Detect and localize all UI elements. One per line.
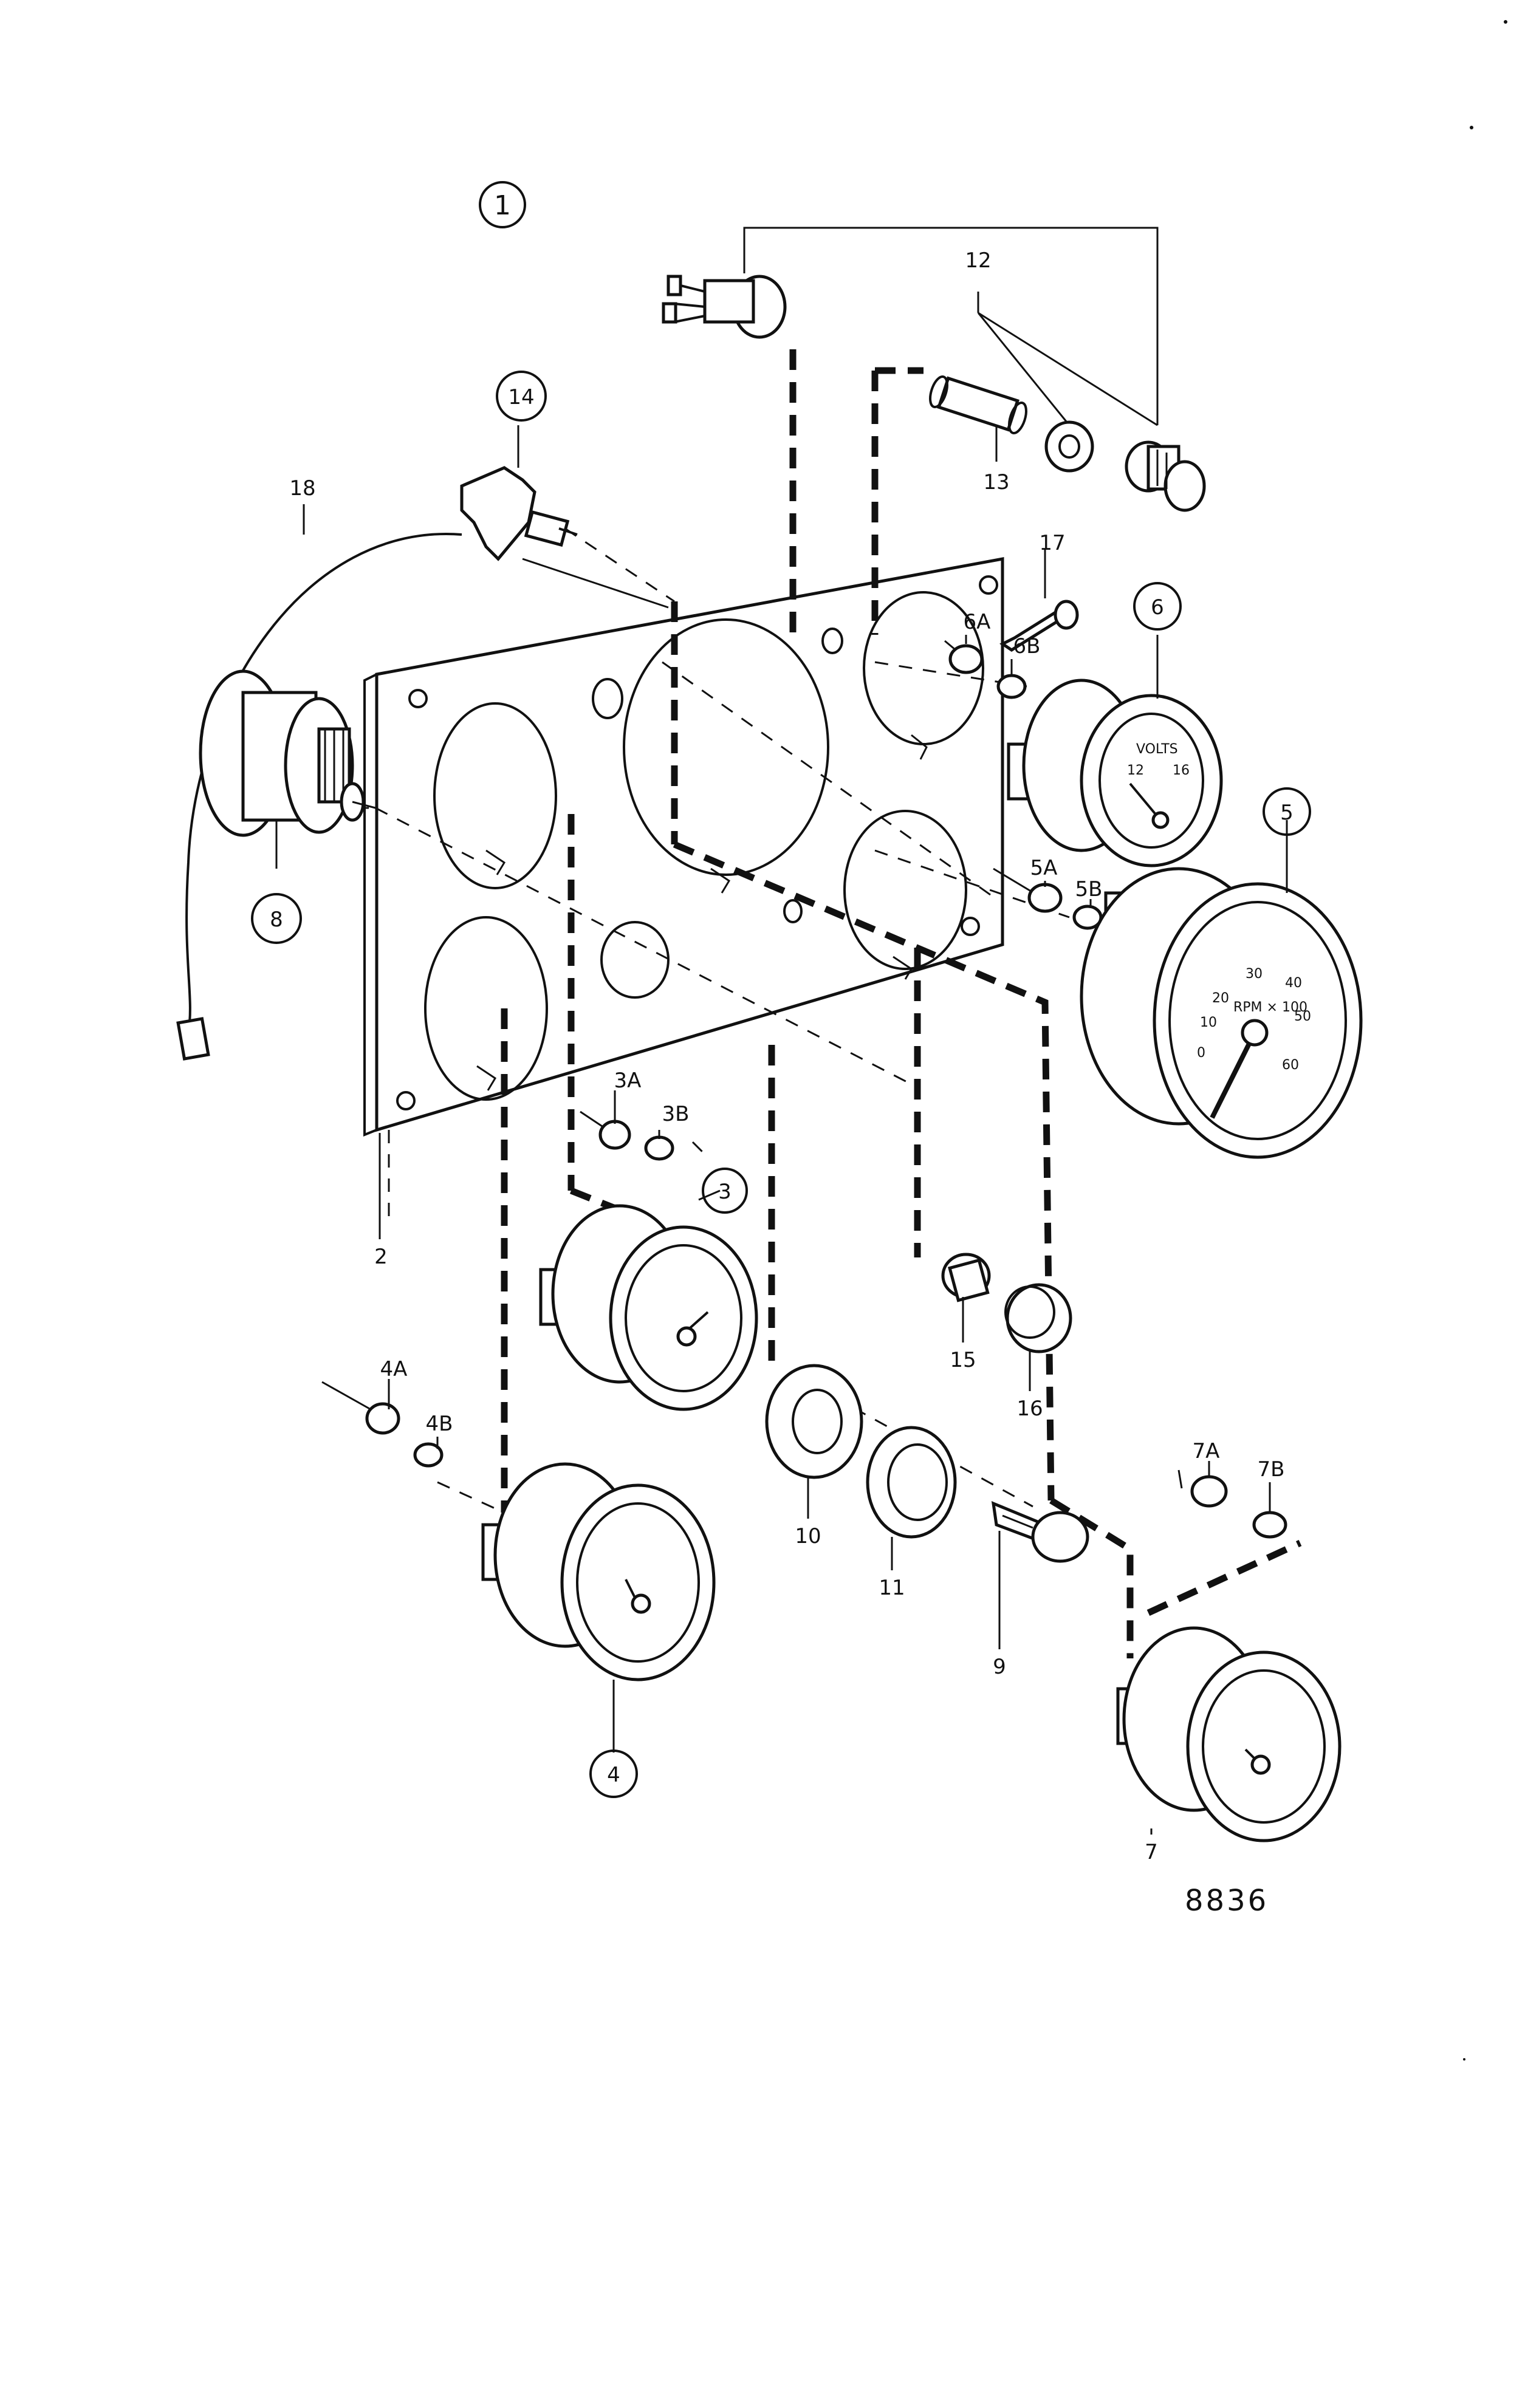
tachometer-10-text: 10 bbox=[1200, 1015, 1217, 1030]
bulb-holder-6a bbox=[944, 640, 984, 674]
bulb-5b bbox=[1072, 905, 1103, 930]
tachometer-60-text: 60 bbox=[1282, 1058, 1299, 1073]
label-4b: 4B bbox=[426, 1412, 453, 1436]
label-6b: 6B bbox=[1013, 634, 1041, 658]
bulb-holder-4a bbox=[321, 1381, 400, 1435]
tachometer-gauge: RPM × 100 0 10 20 30 40 50 60 bbox=[993, 867, 1363, 1159]
label-3a: 3A bbox=[614, 1069, 642, 1093]
callout-3: 3 bbox=[718, 1180, 732, 1204]
callout-4: 4 bbox=[607, 1763, 620, 1787]
tachometer-0-text: 0 bbox=[1197, 1045, 1205, 1061]
switch-cap-16 bbox=[1004, 1283, 1072, 1353]
fuse-holder-socket bbox=[662, 275, 787, 339]
label-11: 11 bbox=[879, 1576, 905, 1600]
voltmeter-12-text: 12 bbox=[1127, 763, 1144, 778]
label-13: 13 bbox=[983, 470, 1009, 494]
label-7a: 7A bbox=[1193, 1439, 1220, 1463]
circled-callouts: 1 14 6 5 8 3 4 bbox=[251, 181, 1311, 1798]
callout-1: 1 bbox=[494, 190, 511, 221]
fuse-holder-assembly bbox=[662, 227, 1206, 512]
ignition-nut-11 bbox=[866, 1426, 957, 1539]
tachometer-30-text: 30 bbox=[1246, 966, 1263, 982]
label-5b: 5B bbox=[1075, 877, 1103, 901]
label-2: 2 bbox=[374, 1245, 388, 1269]
scan-speck bbox=[1504, 20, 1507, 24]
leader-lines bbox=[275, 504, 1288, 1835]
label-3b: 3B bbox=[662, 1102, 690, 1126]
label-4a: 4A bbox=[380, 1357, 408, 1381]
bulb-6b bbox=[996, 674, 1027, 699]
voltmeter-16-text: 16 bbox=[1173, 763, 1190, 778]
callout-8: 8 bbox=[270, 908, 283, 932]
ignition-bezel-10 bbox=[765, 1364, 863, 1479]
tachometer-20-text: 20 bbox=[1212, 991, 1229, 1006]
tachometer-40-text: 40 bbox=[1285, 976, 1302, 991]
label-18: 18 bbox=[289, 476, 315, 501]
label-12: 12 bbox=[965, 248, 991, 273]
gauge-4 bbox=[321, 1381, 716, 1681]
label-17: 17 bbox=[1039, 531, 1065, 555]
bulb-holder-3a bbox=[580, 1110, 631, 1150]
gauge-7 bbox=[1116, 1469, 1342, 1842]
figure-reference-number: 8836 bbox=[1185, 1884, 1269, 1918]
callout-14: 14 bbox=[508, 385, 534, 409]
tachometer-rpm-text: RPM × 100 bbox=[1233, 1000, 1307, 1015]
bulb-3b bbox=[644, 1135, 674, 1161]
sender-unit bbox=[176, 533, 462, 1061]
tachometer-50-text: 50 bbox=[1294, 1009, 1311, 1024]
fuse-cap bbox=[1125, 440, 1206, 512]
voltmeter-volts-text: VOLTS bbox=[1136, 742, 1178, 757]
bulb-4b bbox=[413, 1442, 444, 1468]
scan-speck bbox=[1470, 126, 1473, 129]
bulb-7b bbox=[1252, 1511, 1287, 1539]
gauge-3 bbox=[539, 1110, 758, 1411]
callout-5: 5 bbox=[1280, 801, 1294, 825]
fuse-washer bbox=[1044, 420, 1094, 473]
bulb-holder-7a bbox=[1177, 1469, 1228, 1508]
ignition-key-9 bbox=[991, 1501, 1089, 1563]
voltmeter-gauge: VOLTS 12 16 bbox=[944, 640, 1223, 867]
label-7b: 7B bbox=[1258, 1457, 1285, 1482]
part-labels: 12 13 17 18 6A 6B 5A 5B 2 3A 3B 4A 4B 15… bbox=[289, 248, 1284, 1864]
switch-knob-15 bbox=[941, 1253, 991, 1302]
fuse bbox=[929, 375, 1027, 435]
label-15: 15 bbox=[950, 1348, 976, 1372]
label-6a: 6A bbox=[964, 610, 991, 634]
label-7: 7 bbox=[1145, 1840, 1158, 1864]
callout-6: 6 bbox=[1151, 595, 1164, 620]
label-10: 10 bbox=[795, 1524, 821, 1548]
screw-17 bbox=[999, 550, 1079, 652]
scan-speck bbox=[1463, 2058, 1465, 2061]
label-9: 9 bbox=[993, 1655, 1006, 1679]
instrument-panel-plate bbox=[363, 556, 1004, 1137]
label-5a: 5A bbox=[1030, 856, 1058, 880]
label-16: 16 bbox=[1016, 1397, 1043, 1421]
rheostat-knob bbox=[460, 425, 669, 609]
